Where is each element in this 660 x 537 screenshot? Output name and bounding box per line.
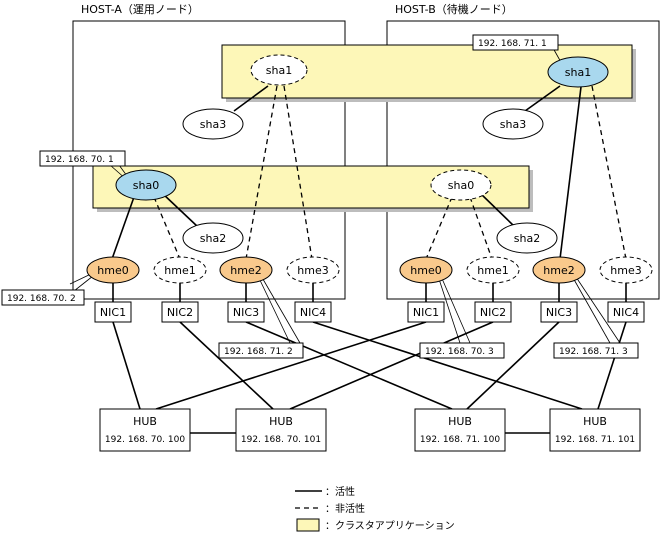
hub-4: HUB 192. 168. 71. 101 bbox=[549, 408, 641, 452]
svg-text:192. 168. 71. 100: 192. 168. 71. 100 bbox=[420, 435, 500, 445]
svg-text:192. 168. 71. 101: 192. 168. 71. 101 bbox=[555, 435, 635, 445]
svg-text:sha1: sha1 bbox=[266, 64, 292, 77]
svg-text:NIC3: NIC3 bbox=[233, 306, 259, 319]
svg-text:NIC2: NIC2 bbox=[480, 306, 506, 319]
svg-text:NIC1: NIC1 bbox=[100, 306, 126, 319]
node-sha1-host-a: sha1 bbox=[250, 54, 308, 86]
legend-inactive-label: ：非活性 bbox=[325, 502, 365, 515]
hub-3: HUB 192. 168. 71. 100 bbox=[414, 408, 506, 452]
svg-text:hme0: hme0 bbox=[97, 264, 128, 277]
svg-text:HUB: HUB bbox=[269, 415, 293, 428]
node-sha2-host-b: sha2 bbox=[496, 222, 558, 254]
node-hme0-host-a: hme0 bbox=[86, 256, 140, 284]
svg-text:hme2: hme2 bbox=[543, 264, 574, 277]
host-b-label: HOST-B（待機ノード） bbox=[395, 2, 513, 16]
legend-cluster-app-swatch bbox=[296, 518, 320, 532]
svg-text:sha3: sha3 bbox=[200, 118, 226, 131]
svg-text:sha0: sha0 bbox=[448, 179, 474, 192]
node-hme0-host-b: hme0 bbox=[399, 256, 453, 284]
svg-text:192. 168. 70. 100: 192. 168. 70. 100 bbox=[105, 435, 185, 445]
svg-text:hme3: hme3 bbox=[610, 264, 641, 277]
svg-text:192. 168. 71. 3: 192. 168. 71. 3 bbox=[559, 347, 628, 357]
svg-text:sha3: sha3 bbox=[500, 118, 526, 131]
node-sha3-host-a: sha3 bbox=[182, 108, 244, 140]
node-hme2-host-a: hme2 bbox=[219, 256, 273, 284]
nic-box bbox=[94, 301, 132, 323]
ip-sha0-a bbox=[39, 150, 126, 167]
ip-hme0-b bbox=[419, 342, 505, 359]
svg-text:HUB: HUB bbox=[583, 415, 607, 428]
svg-text:sha1: sha1 bbox=[565, 66, 591, 79]
hub-2: HUB 192. 168. 70. 101 bbox=[235, 408, 327, 452]
node-sha3-host-b: sha3 bbox=[482, 108, 544, 140]
nic-box bbox=[607, 301, 645, 323]
svg-text:hme0: hme0 bbox=[410, 264, 441, 277]
svg-text:192. 168. 70. 1: 192. 168. 70. 1 bbox=[45, 155, 114, 165]
svg-text:192. 168. 71. 2: 192. 168. 71. 2 bbox=[224, 347, 293, 357]
legend-active-label: ：活性 bbox=[325, 485, 355, 498]
hub-1: HUB 192. 168. 70. 100 bbox=[99, 408, 191, 452]
svg-text:sha2: sha2 bbox=[200, 232, 226, 245]
internal-links bbox=[111, 85, 627, 302]
legend-cluster-app-label: ：クラスタアプリケーション bbox=[325, 520, 455, 532]
legend: ：活性 ：非活性 ：クラスタアプリケーション bbox=[295, 485, 455, 532]
svg-text:hme2: hme2 bbox=[230, 264, 261, 277]
svg-text:sha2: sha2 bbox=[514, 232, 540, 245]
svg-text:NIC4: NIC4 bbox=[300, 306, 326, 319]
node-sha0-host-a: sha0 bbox=[115, 169, 177, 201]
ip-hme2-a bbox=[218, 342, 304, 359]
svg-text:sha0: sha0 bbox=[133, 179, 159, 192]
svg-text:HUB: HUB bbox=[448, 415, 472, 428]
svg-text:NIC1: NIC1 bbox=[413, 306, 439, 319]
nic-box bbox=[540, 301, 578, 323]
svg-text:hme3: hme3 bbox=[297, 264, 328, 277]
svg-text:192. 168. 70. 2: 192. 168. 70. 2 bbox=[7, 294, 76, 304]
nic-boxes-host-b: NIC1 NIC2 NIC3 NIC4 bbox=[407, 301, 645, 323]
node-hme2-host-b: hme2 bbox=[532, 256, 586, 284]
nic-box bbox=[227, 301, 265, 323]
ip-hme0-a bbox=[1, 289, 85, 306]
svg-text:NIC4: NIC4 bbox=[613, 306, 639, 319]
svg-text:192. 168. 71. 1: 192. 168. 71. 1 bbox=[478, 39, 547, 49]
svg-text:192. 168. 70. 101: 192. 168. 70. 101 bbox=[241, 435, 321, 445]
svg-text:192. 168. 70. 3: 192. 168. 70. 3 bbox=[425, 347, 494, 357]
nic-boxes-host-a: NIC1 NIC2 NIC3 NIC4 bbox=[94, 301, 332, 323]
node-hme1-host-b: hme1 bbox=[466, 256, 520, 284]
nic-box bbox=[161, 301, 199, 323]
svg-text:NIC2: NIC2 bbox=[167, 306, 193, 319]
svg-text:hme1: hme1 bbox=[477, 264, 508, 277]
nic-box bbox=[474, 301, 512, 323]
ip-hme2-b bbox=[553, 342, 639, 359]
hub-cables bbox=[112, 321, 627, 434]
svg-text:HUB: HUB bbox=[133, 415, 157, 428]
node-sha0-host-b: sha0 bbox=[430, 169, 492, 201]
nic-box bbox=[294, 301, 332, 323]
ip-callouts: 192. 168. 71. 1 192. 168. 70. 1 192. 168… bbox=[1, 34, 639, 359]
node-hme3-host-b: hme3 bbox=[599, 256, 653, 284]
nic-box bbox=[407, 301, 445, 323]
svg-text:hme1: hme1 bbox=[164, 264, 195, 277]
svg-text:NIC3: NIC3 bbox=[546, 306, 572, 319]
node-hme3-host-a: hme3 bbox=[286, 256, 340, 284]
host-a-label: HOST-A（運用ノード） bbox=[81, 3, 199, 16]
node-sha2-host-a: sha2 bbox=[182, 222, 244, 254]
ip-sha1-b bbox=[472, 34, 559, 51]
node-sha1-host-b: sha1 bbox=[547, 56, 609, 88]
node-hme1-host-a: hme1 bbox=[153, 256, 207, 284]
